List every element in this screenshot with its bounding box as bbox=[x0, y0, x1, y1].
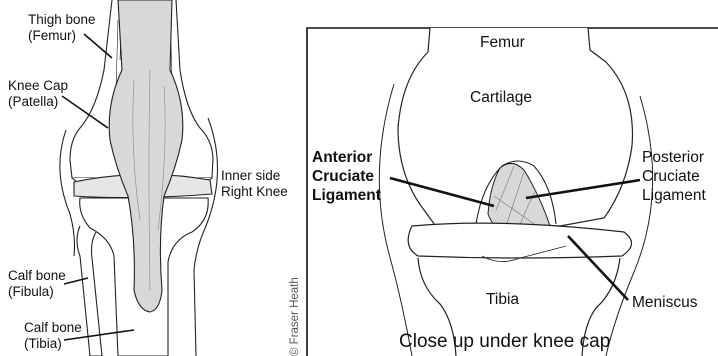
label-calf-fibula-line2: (Fibula) bbox=[8, 284, 66, 300]
label-calf-fibula-line1: Calf bone bbox=[8, 268, 66, 284]
label-pcl-line3: Ligament bbox=[642, 186, 706, 205]
label-knee-cap-line1: Knee Cap bbox=[8, 78, 68, 94]
label-inner-side: Inner side Right Knee bbox=[221, 168, 288, 200]
label-tibia: Tibia bbox=[486, 290, 519, 309]
label-acl-line2: Cruciate bbox=[312, 167, 381, 186]
label-pcl-line2: Cruciate bbox=[642, 167, 706, 186]
caption: Close up under knee cap bbox=[399, 331, 610, 353]
label-pcl-line1: Posterior bbox=[642, 148, 706, 167]
label-thigh-bone-line1: Thigh bone bbox=[28, 12, 96, 28]
label-inner-side-line2: Right Knee bbox=[221, 184, 288, 200]
label-thigh-bone-line2: (Femur) bbox=[28, 28, 96, 44]
label-knee-cap: Knee Cap (Patella) bbox=[8, 78, 68, 110]
closeup-meniscus bbox=[408, 223, 631, 258]
label-pcl: Posterior Cruciate Ligament bbox=[642, 148, 706, 205]
label-inner-side-line1: Inner side bbox=[221, 168, 288, 184]
copyright-credit: © Fraser Heath bbox=[289, 277, 301, 356]
label-calf-tibia-line1: Calf bone bbox=[24, 320, 82, 336]
label-acl-line1: Anterior bbox=[312, 148, 381, 167]
label-acl: Anterior Cruciate Ligament bbox=[312, 148, 381, 205]
label-acl-line3: Ligament bbox=[312, 186, 381, 205]
label-femur: Femur bbox=[480, 33, 525, 52]
label-cartilage: Cartilage bbox=[470, 88, 532, 107]
label-calf-tibia: Calf bone (Tibia) bbox=[24, 320, 82, 352]
label-calf-tibia-line2: (Tibia) bbox=[24, 336, 82, 352]
label-knee-cap-line2: (Patella) bbox=[8, 94, 68, 110]
label-calf-fibula: Calf bone (Fibula) bbox=[8, 268, 66, 300]
label-thigh-bone: Thigh bone (Femur) bbox=[28, 12, 96, 44]
label-meniscus: Meniscus bbox=[632, 293, 697, 312]
